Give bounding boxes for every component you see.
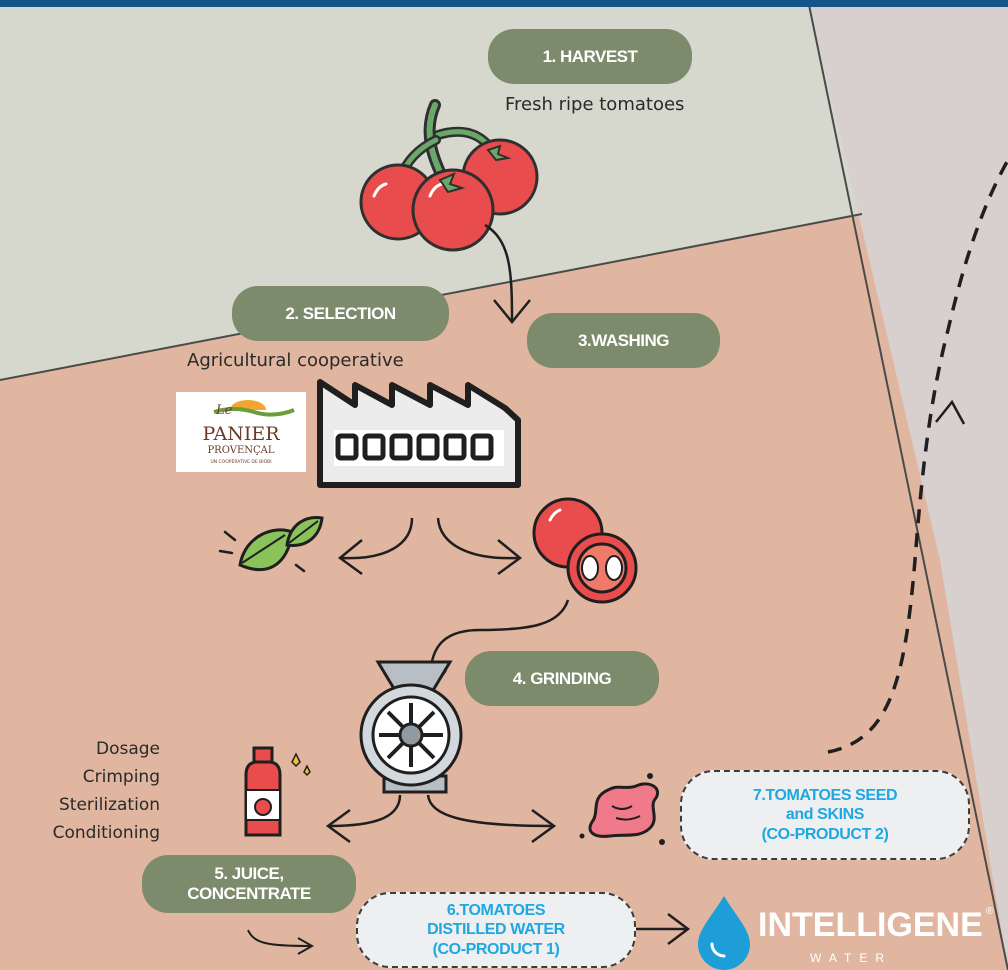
process-list-item: Sterilization <box>59 795 160 815</box>
selection-caption: Agricultural cooperative <box>187 350 404 371</box>
arrow-to-tomato <box>436 517 519 560</box>
step-juice-label-1: 5. JUICE, <box>214 864 284 884</box>
coproduct-seeds-line2: and SKINS <box>785 806 865 824</box>
coproduct-seeds-line1: 7.TOMATOES SEED <box>752 787 898 805</box>
process-list: Dosage Crimping Sterilization Conditioni… <box>28 735 160 847</box>
top-border <box>0 0 1008 7</box>
intelligene-registered: ® <box>986 906 994 917</box>
arrow-to-washing <box>484 223 514 321</box>
water-drop-icon <box>698 896 750 970</box>
coproduct-distilled-line3: (CO-PRODUCT 1) <box>432 940 560 958</box>
coproduct-seeds-line3: (CO-PRODUCT 2) <box>761 825 889 843</box>
harvest-caption: Fresh ripe tomatoes <box>505 94 685 115</box>
intelligene-sub: WATER <box>810 951 892 965</box>
arrow-dashed-reuse <box>827 159 1008 754</box>
tomato-cluster-icon <box>359 99 539 252</box>
arrow-to-tomato-head <box>497 539 523 576</box>
step-washing-label: 3.WASHING <box>578 330 669 350</box>
sliced-tomato-icon <box>532 497 638 604</box>
coproduct-distilled-water: 6.TOMATOES DISTILLED WATER (CO-PRODUCT 1… <box>356 892 636 968</box>
divider-right <box>807 0 1008 970</box>
grinder-icon <box>359 660 463 794</box>
arrow-to-leaves-head <box>337 539 363 576</box>
panier-logo-main: PANIER <box>202 423 280 445</box>
arrow-to-skins <box>426 794 553 828</box>
step-harvest-label: 1. HARVEST <box>542 46 638 66</box>
intelligene-logo: INTELLIGENE ® WATER <box>698 896 994 970</box>
tomato-skin-icon <box>579 773 665 845</box>
juice-bottle-icon <box>244 746 311 837</box>
step-harvest: 1. HARVEST <box>488 29 692 84</box>
panier-logo-sub: PROVENÇAL <box>207 445 274 456</box>
intelligene-wordmark: INTELLIGENE <box>758 906 983 944</box>
panier-provencal-logo: Le PANIER PROVENÇAL UN COOPÉRATIVE DE BI… <box>176 392 306 472</box>
step-juice-concentrate: 5. JUICE, CONCENTRATE <box>142 855 356 913</box>
arrow-to-skins-head <box>531 808 557 844</box>
arrow-to-grinder <box>428 599 570 691</box>
coproduct-seeds-skins: 7.TOMATOES SEED and SKINS (CO-PRODUCT 2) <box>680 770 970 860</box>
arrow-to-washing-head <box>493 299 531 324</box>
process-list-item: Dosage <box>95 739 160 759</box>
step-juice-label-2: CONCENTRATE <box>187 884 311 903</box>
coproduct-distilled-line2: DISTILLED WATER <box>427 921 565 939</box>
step-selection: 2. SELECTION <box>232 286 449 341</box>
arrow-to-intelligene-head <box>667 913 691 945</box>
step-washing: 3.WASHING <box>527 313 720 368</box>
arrow-to-distilled <box>247 929 311 947</box>
arrow-to-distilled-head <box>297 937 315 955</box>
arrow-to-juice-head <box>325 808 351 844</box>
process-list-item: Crimping <box>82 767 160 787</box>
arrow-to-leaves <box>341 517 414 560</box>
factory-icon <box>317 379 521 488</box>
leaves-icon <box>218 515 324 573</box>
process-list-item: Conditioning <box>52 823 160 843</box>
step-grinding: 4. GRINDING <box>465 651 659 706</box>
panier-logo-tagline: UN COOPÉRATIVE DE BIOBI <box>210 457 271 465</box>
step-selection-label: 2. SELECTION <box>285 303 396 323</box>
step-grinding-label: 4. GRINDING <box>512 668 612 688</box>
arrow-dashed-reuse-head <box>935 399 966 425</box>
panier-logo-le: Le <box>215 403 233 418</box>
background-right-region <box>808 0 1008 970</box>
coproduct-distilled-line1: 6.TOMATOES <box>446 902 546 920</box>
arrow-to-juice <box>329 794 402 828</box>
